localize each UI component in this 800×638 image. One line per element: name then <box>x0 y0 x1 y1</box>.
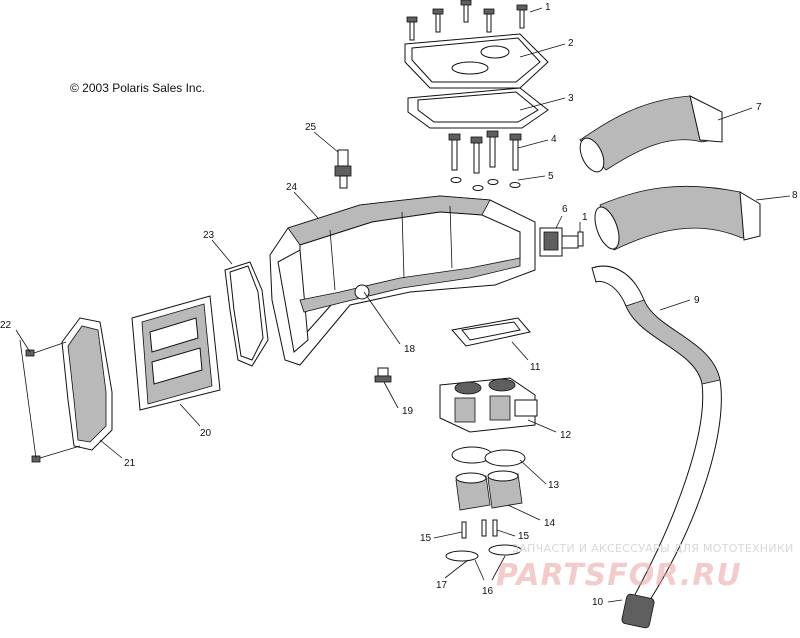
part-filter-cover <box>61 317 113 451</box>
callout-9: 9 <box>694 295 700 306</box>
part-throttle-body <box>439 377 538 433</box>
copyright-notice: © 2003 Polaris Sales Inc. <box>70 81 205 95</box>
callout-8: 8 <box>792 190 798 201</box>
watermark: ЗАПЧАСТИ И АКСЕССУАРЫ ДЛЯ МОТОТЕХНИКИ PA… <box>496 542 794 593</box>
part-cover-screws <box>25 349 41 463</box>
callout-18: 18 <box>404 344 416 355</box>
callout-22: 22 <box>0 320 12 331</box>
part-sensor-assembly <box>539 227 584 257</box>
callout-7: 7 <box>756 102 762 113</box>
part-filter-seal <box>224 261 269 367</box>
callout-3: 3 <box>568 93 574 104</box>
callout-16: 16 <box>482 586 494 597</box>
part-throttle-gasket <box>451 317 531 347</box>
cover-screws <box>406 0 528 41</box>
callout-5: 5 <box>548 171 554 182</box>
part-airbox-body <box>269 195 536 366</box>
callout-4: 4 <box>551 134 557 145</box>
callout-14: 14 <box>544 518 556 529</box>
part-clamps <box>451 446 526 467</box>
part-drain-valve <box>374 367 392 383</box>
part-bolts-washers <box>448 130 522 191</box>
part-intake-boots <box>455 470 523 511</box>
callout-1b: 1 <box>582 212 588 223</box>
callout-12: 12 <box>560 430 572 441</box>
callout-20: 20 <box>200 428 212 439</box>
callout-21: 21 <box>124 458 136 469</box>
callout-1: 1 <box>545 2 551 13</box>
callout-13: 13 <box>548 480 560 491</box>
callout-17: 17 <box>436 580 448 591</box>
part-long-hose <box>591 265 722 629</box>
callout-15-left: 15 <box>420 533 432 544</box>
callout-10: 10 <box>592 597 604 608</box>
callout-19: 19 <box>402 406 414 417</box>
part-intake-hose-lower <box>594 185 761 251</box>
watermark-tagline: ЗАПЧАСТИ И АКСЕССУАРЫ ДЛЯ МОТОТЕХНИКИ <box>512 542 794 555</box>
part-pins-seals <box>445 519 522 562</box>
callout-15-right: 15 <box>518 531 530 542</box>
leader-lines <box>15 7 791 603</box>
callout-24: 24 <box>286 182 298 193</box>
callout-11: 11 <box>530 362 541 373</box>
watermark-logo: PARTSFOR.RU <box>496 558 742 593</box>
callout-2: 2 <box>568 38 574 49</box>
part-intake-hose-upper <box>579 95 723 173</box>
part-cover-gasket <box>407 87 549 129</box>
callout-23: 23 <box>203 230 215 241</box>
callout-labels: 1 2 3 4 5 6 1 7 8 9 10 11 12 13 14 15 15… <box>0 2 798 608</box>
callout-6: 6 <box>562 204 568 215</box>
part-sensor-fitting <box>334 149 352 189</box>
part-air-filter <box>131 295 221 411</box>
callout-25: 25 <box>305 122 317 133</box>
part-airbox-cover <box>404 33 549 89</box>
